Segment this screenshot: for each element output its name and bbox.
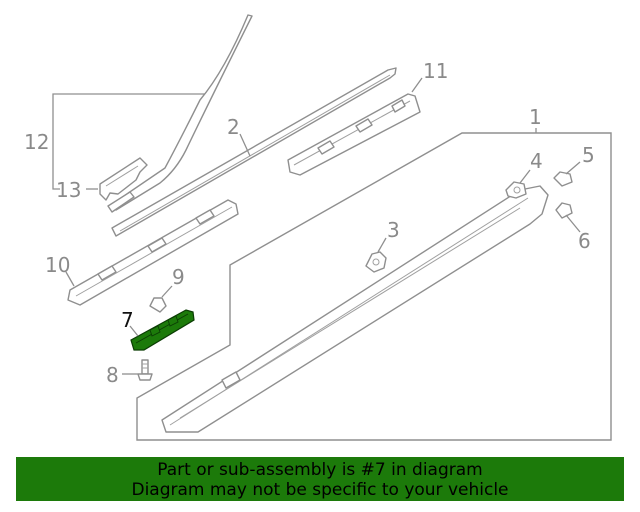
callout-2: 2 [227,115,240,139]
part-rail-11 [287,93,421,176]
part-clip-6 [555,202,573,219]
leader-3 [377,237,387,253]
leader-11 [411,77,423,93]
part-screw-8 [137,359,153,381]
callout-6: 6 [578,229,591,253]
info-banner: Part or sub-assembly is #7 in diagram Di… [16,457,624,501]
banner-line-part: Part or sub-assembly is #7 in diagram [157,460,483,480]
callout-5: 5 [582,143,595,167]
part-grommet-4 [505,181,527,199]
part-rail-10 [67,199,239,306]
callout-3: 3 [387,218,400,242]
leader-5 [565,161,581,175]
parts-diagram: 1 2 3 4 5 6 7 8 9 10 11 12 13 [24,14,612,441]
assembly-frame [136,132,612,441]
callout-1: 1 [529,105,542,129]
part-clip-3 [365,251,387,273]
leader-7 [129,325,139,337]
part-clip-13 [99,157,148,213]
callout-4: 4 [530,149,543,173]
part-clip-9 [149,297,167,313]
callout-13: 13 [56,178,81,202]
callout-8: 8 [106,363,119,387]
banner-line-disclaimer: Diagram may not be specific to your vehi… [131,480,509,500]
leader-10 [65,271,75,287]
leader-9 [161,285,173,298]
callout-9: 9 [172,265,185,289]
callout-11: 11 [423,59,448,83]
leader-6 [565,214,581,233]
part-bracket-7-highlighted[interactable] [130,309,195,351]
group-bracket-12 [52,93,205,190]
part-clip-5 [553,171,573,187]
callout-12: 12 [24,130,49,154]
part-rocker-panel [161,185,549,433]
leader-4 [519,169,531,184]
callout-10: 10 [45,253,70,277]
callout-7[interactable]: 7 [121,308,134,332]
leader-2 [239,133,251,157]
